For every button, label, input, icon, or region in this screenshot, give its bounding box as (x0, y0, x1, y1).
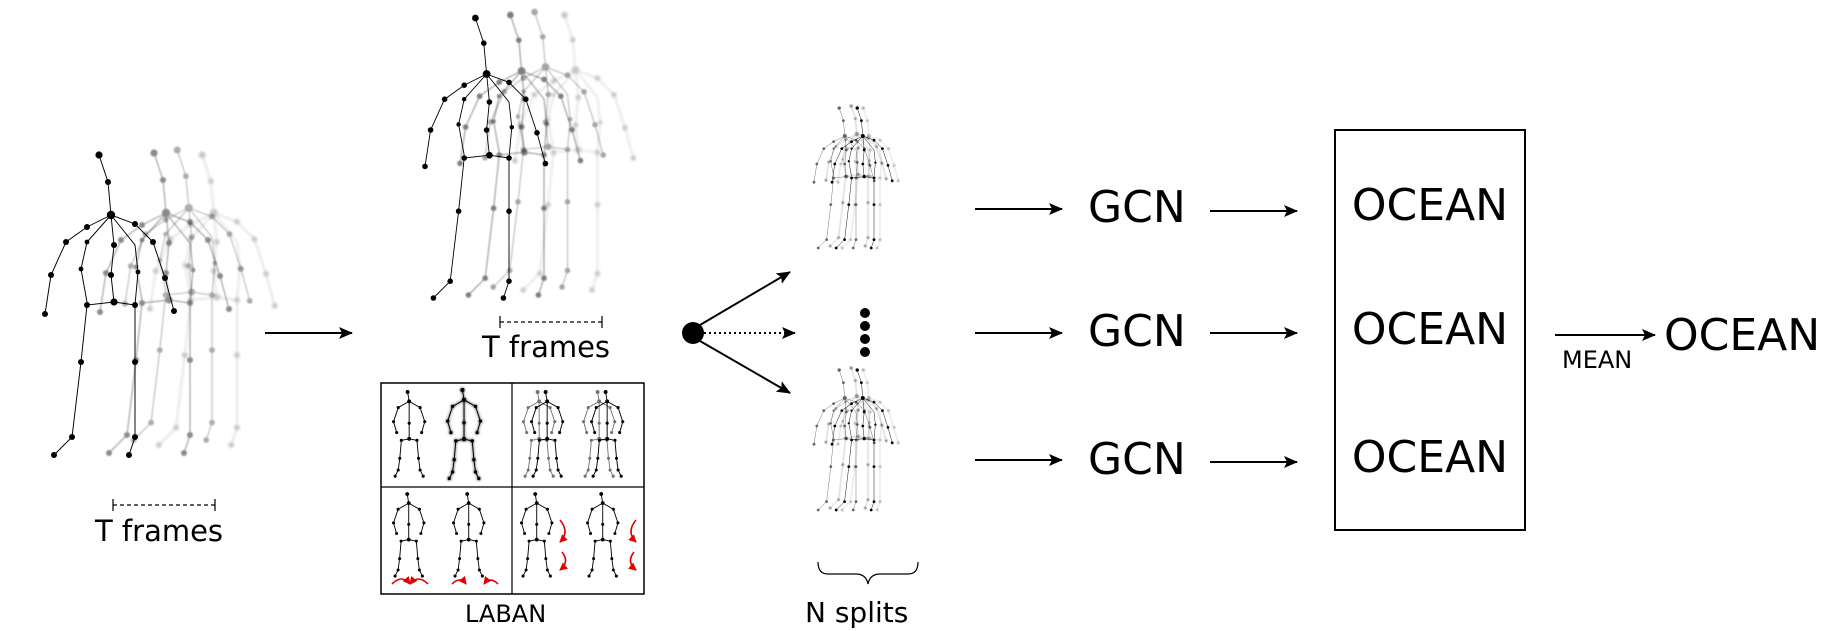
n-splits-brace (817, 561, 919, 585)
ocean-box: OCEAN OCEAN OCEAN (1334, 129, 1526, 531)
skeleton-sequence-1 (41, 146, 279, 459)
ocean-label: OCEAN (1352, 432, 1508, 483)
split-skeleton-bottom (812, 366, 900, 512)
split-node (682, 271, 796, 394)
t-frames-label-2: T frames (481, 330, 610, 364)
gcn-label: GCN (1088, 182, 1186, 233)
n-splits-label: N splits (805, 596, 908, 629)
gcn-label: GCN (1088, 306, 1186, 357)
gcn-row-3: GCN (975, 434, 1298, 485)
t-frames-bracket-2 (499, 316, 603, 328)
ocean-label: OCEAN (1352, 304, 1508, 355)
split-skeleton-top (812, 104, 900, 250)
gcn-label: GCN (1088, 434, 1186, 485)
t-frames-label-1: T frames (94, 514, 223, 548)
ellipsis-dots (860, 308, 870, 357)
gcn-row-1: GCN (975, 182, 1298, 233)
laban-label: LABAN (465, 600, 546, 628)
ocean-final-label: OCEAN (1664, 310, 1820, 361)
mean-label: MEAN (1562, 346, 1632, 374)
gcn-row-2: GCN (975, 306, 1298, 357)
ocean-label: OCEAN (1352, 180, 1508, 231)
t-frames-bracket-1 (112, 499, 216, 511)
laban-grid (380, 382, 645, 595)
skeleton-sequence-2 (421, 8, 637, 302)
